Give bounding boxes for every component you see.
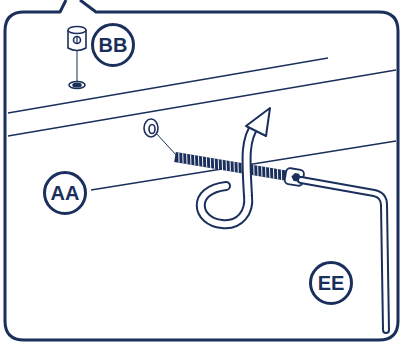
bolt-thread [272, 168, 276, 178]
callout-text: EE [318, 273, 345, 293]
bolt-thread [260, 166, 264, 176]
callout-text: BB [99, 35, 128, 55]
bolt-thread [228, 161, 232, 171]
bolt-thread [209, 158, 213, 168]
bolt-thread [189, 155, 193, 165]
bolt-thread [201, 157, 205, 167]
callout-label: EE [309, 261, 353, 305]
bolt-hole [144, 119, 177, 156]
rotation-arrow [201, 186, 249, 224]
bolt [174, 149, 305, 186]
bolt-thread [236, 162, 240, 172]
rotation-arrow-head [246, 108, 270, 196]
barrel-nut [68, 27, 86, 89]
bolt-thread [276, 169, 280, 179]
callout-text: AA [51, 183, 80, 203]
callout-label: AA [43, 171, 87, 215]
bolt-thread [221, 160, 225, 170]
bolt-thread [264, 167, 268, 177]
bolt-thread [197, 156, 201, 166]
allen-key [301, 180, 386, 330]
bolt-thread [177, 153, 181, 163]
bolt-thread [224, 160, 228, 170]
bolt-thread [232, 162, 236, 172]
bolt-thread [181, 153, 185, 163]
bolt-thread [205, 157, 209, 167]
frame [5, 0, 398, 340]
bolt-thread [268, 168, 272, 178]
bolt-thread [213, 159, 217, 169]
bolt-thread [280, 170, 284, 180]
bolt-thread [217, 159, 221, 169]
callout-label: BB [91, 23, 135, 67]
bolt-thread [193, 155, 197, 165]
bolt-thread [185, 154, 189, 164]
bolt-thread [256, 166, 260, 176]
bolt-thread [252, 165, 256, 175]
